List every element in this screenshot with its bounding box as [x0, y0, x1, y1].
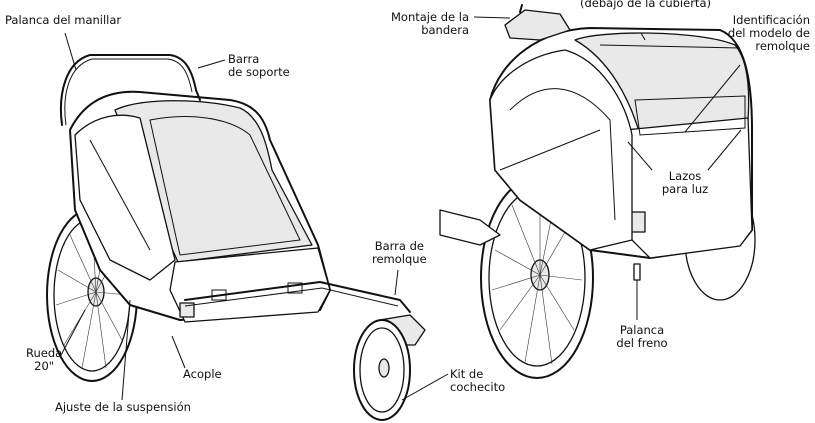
label-stroller-kit: Kit de cochecito: [450, 368, 505, 394]
label-flag-mount: Montaje de la bandera: [385, 11, 469, 37]
label-model-id-line2: del modelo de: [727, 26, 810, 40]
label-flag-mount-line2: bandera: [421, 23, 469, 37]
label-tow-bar-line1: Barra de: [374, 239, 424, 253]
label-wheel-line2: 20": [34, 359, 55, 373]
label-stroller-kit-line2: cochecito: [450, 380, 506, 394]
label-support-bar-line2: de soporte: [228, 65, 290, 79]
label-model-id: Identificación del modelo de remolque: [700, 14, 810, 53]
leader-lines: [59, 16, 742, 401]
label-tow-bar: Barra de remolque: [372, 240, 427, 266]
label-support-bar-line1: Barra: [228, 52, 260, 66]
label-brake-lever-line1: Palanca: [619, 323, 665, 337]
label-stroller-kit-line1: Kit de: [450, 367, 484, 381]
label-flag-mount-line1: Montaje de la: [390, 10, 469, 24]
label-support-bar: Barra de soporte: [228, 53, 290, 79]
label-light-loops-line1: Lazos: [668, 169, 702, 183]
label-light-loops: Lazos para luz: [655, 170, 715, 196]
label-under-cover: (debajo de la cubierta): [580, 0, 711, 10]
label-wheel: Rueda 20": [26, 347, 62, 373]
label-brake-lever-line2: del freno: [616, 336, 668, 350]
stroller-kit-wheel: [353, 314, 426, 421]
label-wheel-line1: Rueda: [26, 346, 63, 360]
left-trailer-drawing: [46, 54, 426, 421]
label-tow-bar-line2: remolque: [372, 252, 427, 266]
label-model-id-line3: remolque: [755, 39, 810, 53]
label-coupler: Acople: [183, 367, 222, 381]
label-suspension-adjustment: Ajuste de la suspensión: [55, 400, 191, 414]
label-light-loops-line2: para luz: [661, 182, 709, 196]
label-handlebar-lever: Palanca del manillar: [5, 13, 122, 27]
label-brake-lever: Palanca del freno: [612, 324, 672, 350]
right-trailer-drawing: [439, 4, 756, 379]
label-model-id-line1: Identificación: [732, 13, 810, 27]
